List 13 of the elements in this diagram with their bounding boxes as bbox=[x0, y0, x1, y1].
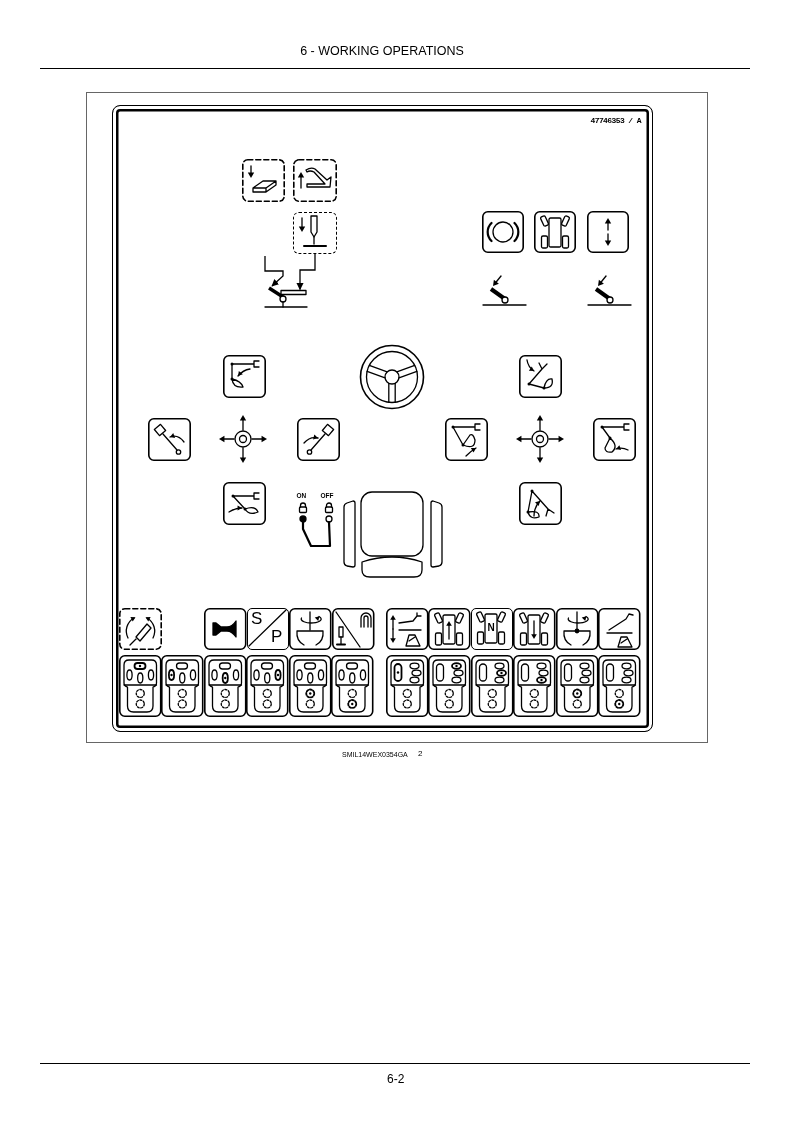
foot-pedal-icon bbox=[264, 285, 307, 308]
symbol-letter: S bbox=[250, 609, 263, 627]
page-number: 6-2 bbox=[387, 1073, 405, 1085]
symbol-letter: N bbox=[487, 623, 495, 634]
symbol-letter: P bbox=[270, 627, 283, 645]
figure-number: 2 bbox=[418, 750, 423, 758]
part-number: 47746353 / A bbox=[590, 116, 641, 125]
leader-arrow bbox=[264, 255, 284, 287]
leader-arrow bbox=[296, 253, 316, 291]
page-title: 6 - WORKING OPERATIONS bbox=[300, 45, 464, 58]
decal-panel bbox=[112, 105, 653, 732]
symbol-tile bbox=[470, 607, 513, 650]
dashed-frame bbox=[292, 211, 337, 254]
